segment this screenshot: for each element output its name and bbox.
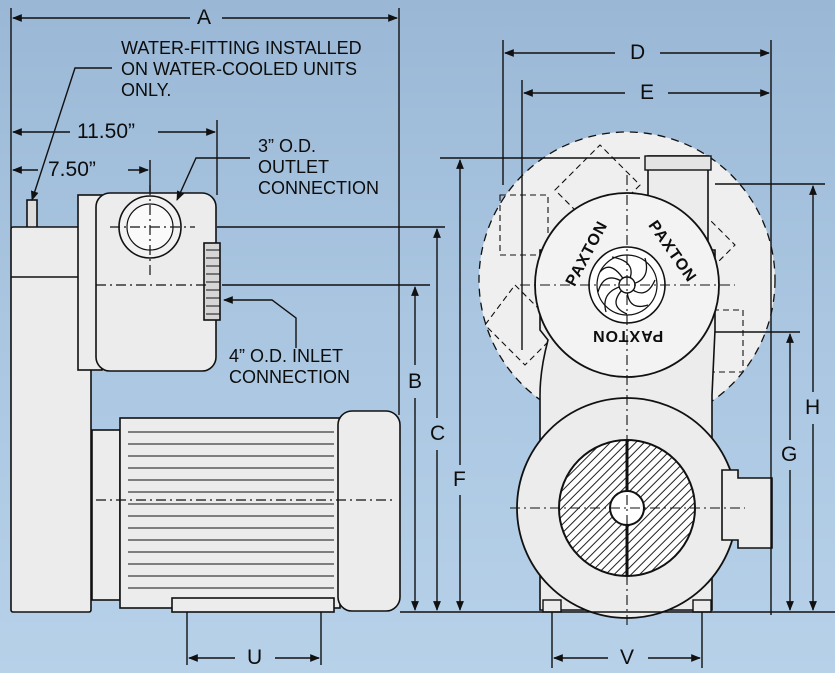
dim-7-50-label: 7.50” (48, 158, 96, 181)
left-foot (542, 599, 562, 613)
junction-box (721, 469, 773, 549)
housing-frame (10, 226, 92, 613)
dim-a-label: A (197, 6, 212, 29)
outlet-connection-note: 3” O.D. OUTLET CONNECTION (258, 136, 379, 198)
right-foot (692, 599, 712, 613)
dim-v-label: V (620, 646, 635, 669)
dim-d-label: D (630, 41, 646, 64)
motor-end-left (91, 429, 121, 601)
dimension-lines (10, 8, 835, 668)
dim-11-50-label: 11.50” (77, 120, 135, 143)
dim-f-label: F (453, 468, 466, 491)
end-view (478, 131, 776, 625)
motor-fins (128, 431, 334, 589)
brand-label-bottom: PAXTON (592, 327, 664, 344)
dim-u-label: U (247, 646, 263, 669)
water-fitting (26, 199, 38, 229)
inlet-connection-note: 4” O.D. INLET CONNECTION (229, 346, 350, 387)
dim-h-label: H (805, 396, 821, 419)
side-centerlines (96, 185, 395, 501)
dim-c-label: C (430, 422, 446, 445)
motor-foot (171, 597, 335, 613)
side-view (10, 192, 401, 613)
motor-body (119, 417, 341, 609)
motor-end-cap (337, 410, 401, 612)
dim-e-label: E (640, 81, 655, 104)
dim-g-label: G (781, 443, 798, 466)
dim-b-label: B (408, 370, 423, 393)
water-fitting-note: WATER-FITTING INSTALLED ON WATER-COOLED … (121, 38, 362, 100)
